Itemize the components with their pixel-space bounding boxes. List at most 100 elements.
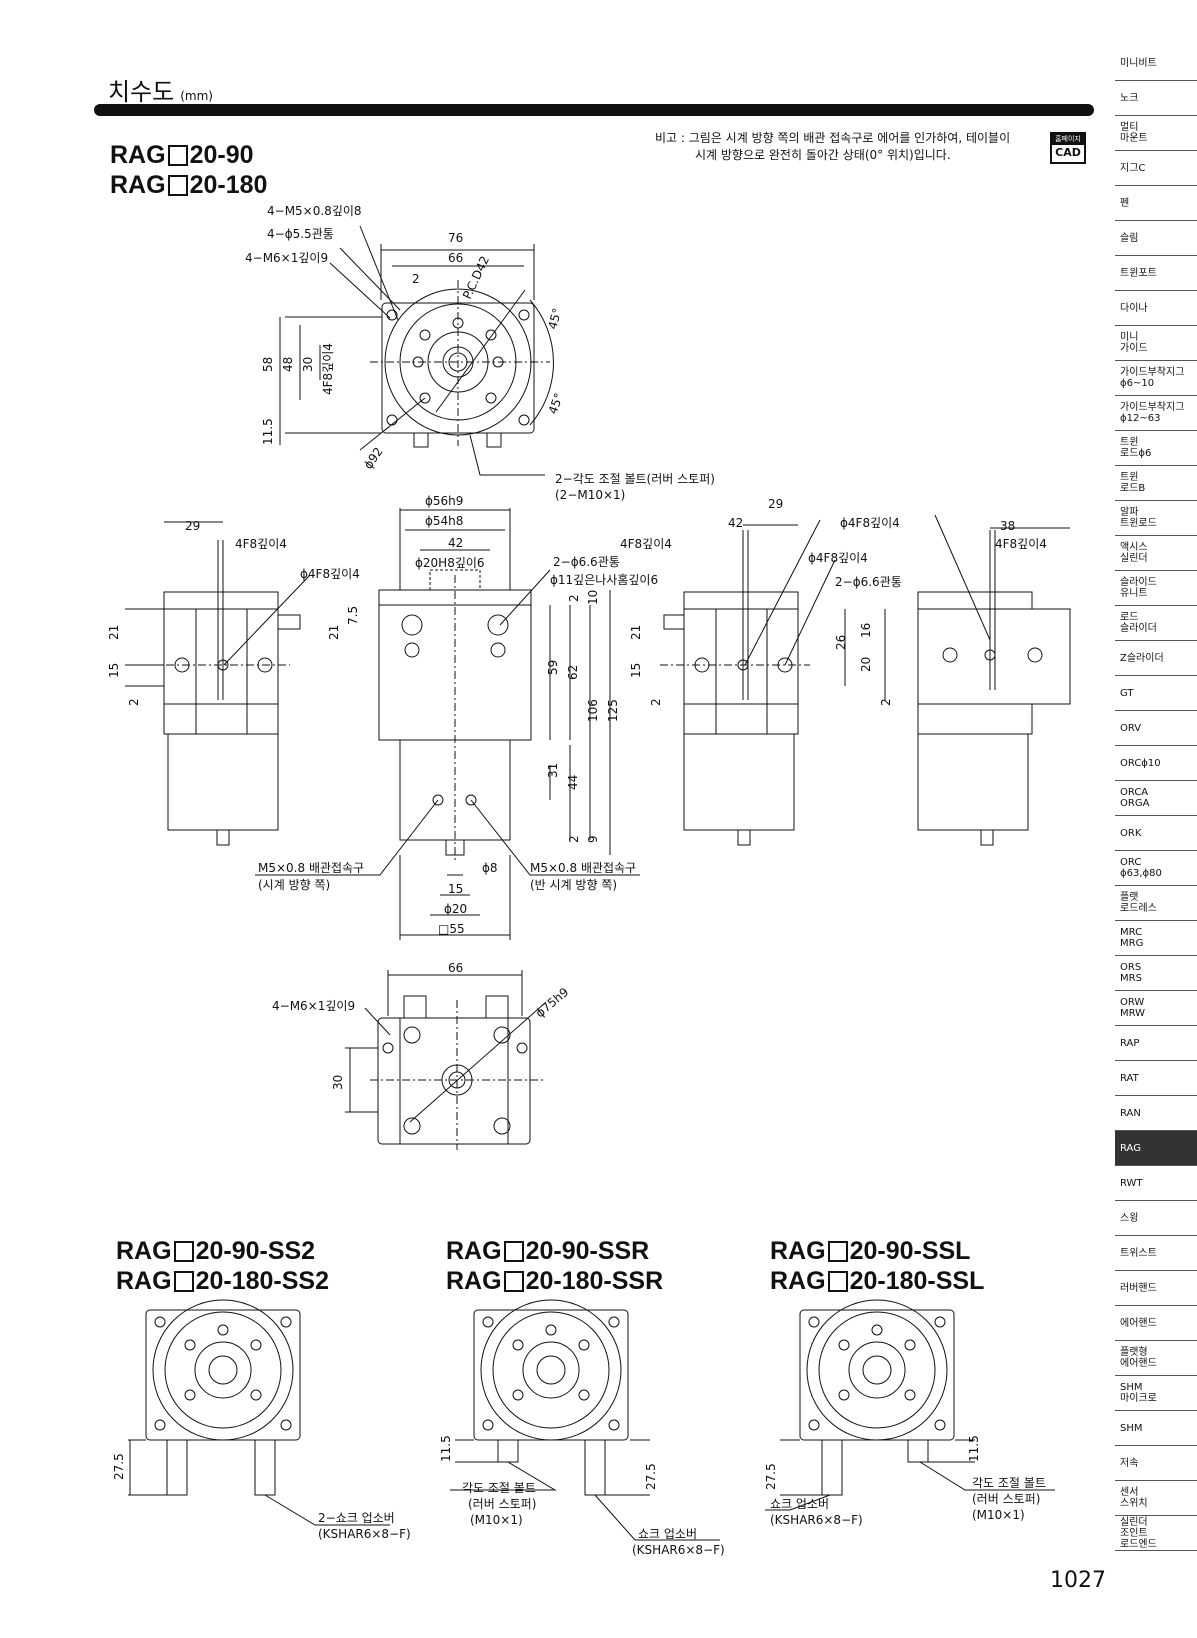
variant-ssl-callout-a: 쇼크 업소버 [770,1497,829,1511]
variant-ssr-view [450,1299,720,1541]
dim-66: 66 [448,251,463,265]
dim-38: 38 [1000,519,1015,533]
variant-ssr-dim-a: 11.5 [439,1435,453,1462]
dim-76: 76 [448,231,463,245]
dim-62: 62 [566,665,580,680]
section-title: 치수도(mm) [108,78,213,106]
sidebar-item[interactable]: 미니 가이드 [1115,326,1197,361]
sidebar-item[interactable]: 트윈포트 [1115,256,1197,291]
sidebar-item[interactable]: 스윙 [1115,1201,1197,1236]
bottom-view [345,970,546,1150]
sidebar-item[interactable]: SHM 마이크로 [1115,1376,1197,1411]
dim-m6: 4−M6×1깊이9 [245,251,328,265]
sidebar-item[interactable]: ORCA ORGA [1115,781,1197,816]
sidebar-item[interactable]: GT [1115,676,1197,711]
sidebar-item[interactable]: Z슬라이더 [1115,641,1197,676]
dim-44: 44 [566,775,580,790]
sidebar-item[interactable]: 지그C [1115,151,1197,186]
sidebar-item[interactable]: 실린더 조인트 로드엔드 [1115,1516,1197,1551]
dim-port-cw: M5×0.8 배관접속구 [258,861,364,875]
dim-2: 2 [412,272,420,286]
sidebar-item[interactable]: 미니비트 [1115,46,1197,81]
sidebar-item[interactable]: 로드 슬라이더 [1115,606,1197,641]
dim-21b: 21 [629,625,643,640]
variant-ssr-callout-b2: (KSHAR6×8−F) [632,1543,725,1557]
dim-48: 48 [281,357,295,372]
dim-15c: 15 [629,663,643,678]
variant-ssl-view [765,1299,1055,1511]
side-view-left [125,521,311,846]
sidebar-item[interactable]: 가이드부착지그 ϕ12~63 [1115,396,1197,431]
sidebar-item[interactable]: MRC MRG [1115,921,1197,956]
dim-55: □55 [438,922,465,936]
dim-pinB: ϕ4F8깊이4 [300,567,360,581]
variant-ssr-dim-b: 27.5 [644,1463,658,1490]
sidebar-item[interactable]: RAG [1115,1131,1197,1166]
sidebar-item[interactable]: 다이나 [1115,291,1197,326]
dim-pinF: 4F8깊이4 [995,537,1047,551]
sidebar-item[interactable]: RAN [1115,1096,1197,1131]
dim-9: 9 [586,835,600,843]
dim-58: 58 [261,357,275,372]
dim-75h9: ϕ75h9 [533,985,571,1020]
dim-30b: 30 [331,1075,345,1090]
sidebar-item[interactable]: ORC ϕ63,ϕ80 [1115,851,1197,886]
variant-ssr-callout-a: 각도 조절 볼트 [462,1481,536,1495]
dim-21-front: 21 [327,625,341,640]
dim-31: 31 [546,763,560,778]
dim-29b: 29 [768,497,783,511]
dim-29a: 29 [185,519,200,533]
sidebar-item[interactable]: 펜 [1115,186,1197,221]
sidebar-item[interactable]: 에어핸드 [1115,1306,1197,1341]
side-view-back [884,514,1071,846]
sidebar-item[interactable]: 센서 스위치 [1115,1481,1197,1516]
cad-badge[interactable]: 홈페이지 CAD [1050,132,1086,164]
sidebar-item[interactable]: ORW MRW [1115,991,1197,1026]
front-view [255,508,640,940]
sidebar-item[interactable]: 멀티 마운트 [1115,116,1197,151]
sidebar-item[interactable]: 알파 트윈로드 [1115,501,1197,536]
variant-ss2-callout: 2−쇼크 업소버 [318,1511,395,1525]
sidebar-item[interactable]: 트윈 로드B [1115,466,1197,501]
dim-20h8: ϕ20H8깊이6 [415,556,485,570]
dim-45a: 45° [545,307,564,331]
sidebar-item[interactable]: 플랫 로드레스 [1115,886,1197,921]
sidebar-item[interactable]: RAT [1115,1061,1197,1096]
sidebar-item[interactable]: 러버핸드 [1115,1271,1197,1306]
dim-92: ϕ92 [361,445,386,472]
sidebar-item[interactable]: 트위스트 [1115,1236,1197,1271]
sidebar-item[interactable]: ORCϕ10 [1115,746,1197,781]
dim-pinA: 4F8깊이4 [235,537,287,551]
dim-20b: 20 [859,657,873,672]
dim-54: ϕ54h8 [425,514,463,528]
sidebar-item[interactable]: 트윈 로드ϕ6 [1115,431,1197,466]
sidebar-item[interactable]: RWT [1115,1166,1197,1201]
variant-ssl-callout-b2: (러버 스토퍼) [972,1492,1040,1506]
variant-ssr-callout-a3: (M10×1) [470,1513,523,1527]
dim-hole55: 4−ϕ5.5관통 [267,227,334,241]
technical-drawings: 4−M5×0.8깊이8 4−ϕ5.5관통 4−M6×1깊이9 76 66 2 P… [107,204,1071,1557]
sidebar-item[interactable]: 액시스 실린더 [1115,536,1197,571]
dim-2d: 2 [567,835,581,843]
dim-pinC: 4F8깊이4 [620,537,672,551]
sidebar-item[interactable]: 가이드부착지그 ϕ6~10 [1115,361,1197,396]
dim-4f8: 4F8깊이4 [321,343,335,395]
sidebar-item[interactable]: RAP [1115,1026,1197,1061]
dim-20: ϕ20 [444,902,467,916]
variant-ssl-callout-b: 각도 조절 볼트 [972,1476,1046,1490]
sidebar-item[interactable]: 슬림 [1115,221,1197,256]
sidebar-item[interactable]: 슬라이드 유니트 [1115,571,1197,606]
sidebar-item[interactable]: 저속 [1115,1446,1197,1481]
dim-2f: 2 [879,698,893,706]
sidebar-item[interactable]: ORK [1115,816,1197,851]
dim-port-ccw: M5×0.8 배관접속구 [530,861,636,875]
sidebar-item[interactable]: ORV [1115,711,1197,746]
sidebar-item[interactable]: 노크 [1115,81,1197,116]
sidebar-item[interactable]: 플랫형 에어핸드 [1115,1341,1197,1376]
sidebar-item[interactable]: SHM [1115,1411,1197,1446]
sidebar-item[interactable]: ORS MRS [1115,956,1197,991]
